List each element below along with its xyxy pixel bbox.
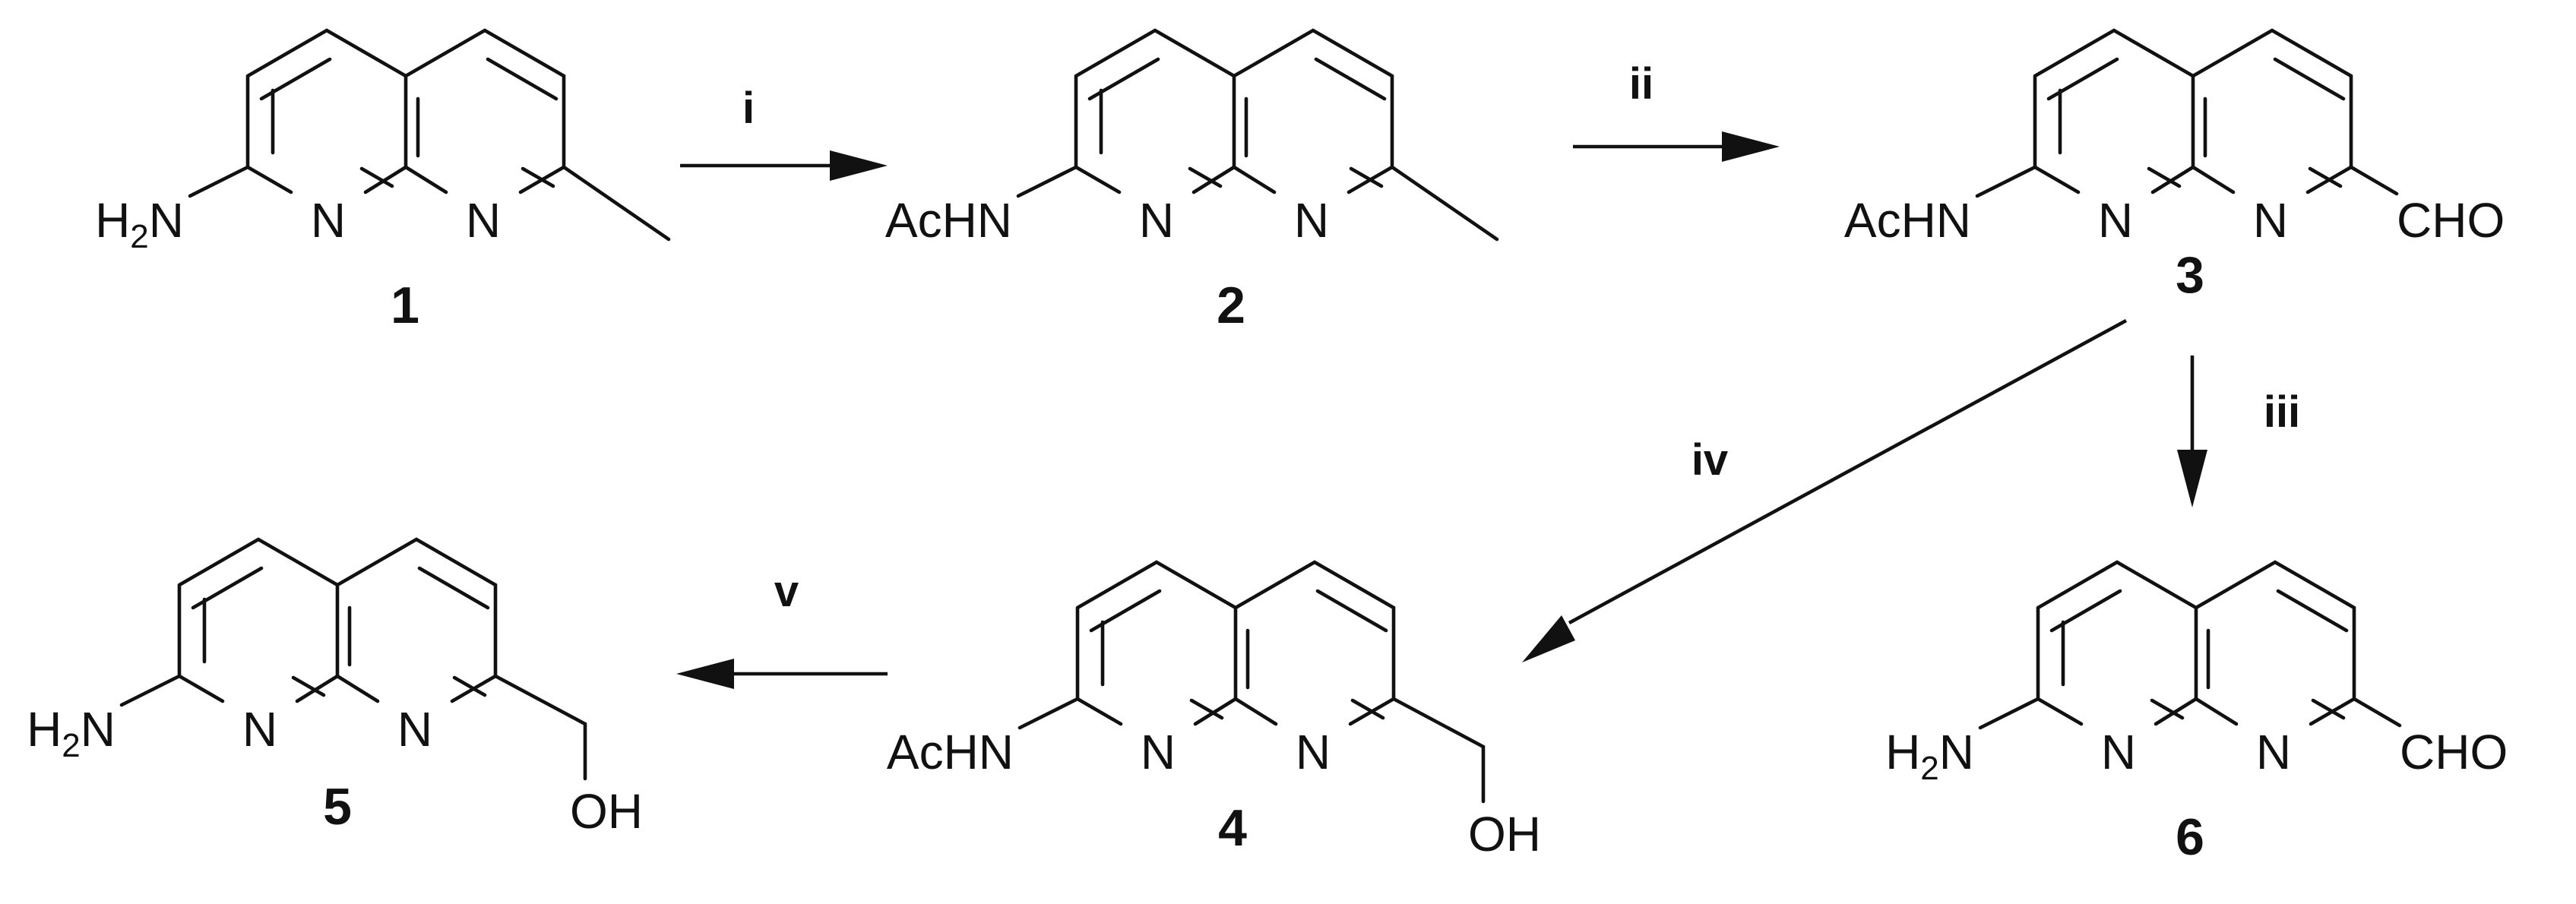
naphthyridine-core: [1074, 28, 1394, 194]
ring-n-left: N: [1139, 193, 1174, 248]
compound-label: 5: [323, 778, 352, 836]
amine-group: H2N: [27, 702, 116, 764]
acetamido-group: AcHN: [887, 725, 1014, 779]
nh-bond: [1975, 165, 2037, 198]
naphthyridine-core: [177, 537, 498, 703]
ring-n-right: N: [2253, 193, 2288, 248]
ring-n-left: N: [2098, 193, 2133, 248]
methyl-bond: [562, 165, 671, 242]
compound-5: N N H2N OH 5: [27, 537, 643, 839]
reagent-label-iv: iv: [1691, 435, 1728, 485]
ring-n-right: N: [466, 193, 501, 248]
ring-n-left: N: [311, 193, 346, 248]
arrow-step-v: [676, 659, 888, 689]
methyl-bond: [1390, 165, 1499, 242]
naphthyridine-core: [245, 28, 566, 194]
ring-n-right: N: [397, 702, 432, 757]
amine-group: H2N: [1885, 725, 1974, 787]
formyl-bond: [2349, 165, 2399, 196]
compound-label: 6: [2176, 808, 2204, 866]
arrow-step-iv: [1522, 318, 2128, 662]
compound-label: 1: [391, 277, 419, 334]
naphthyridine-core: [1075, 560, 1396, 726]
reagent-label-iii: iii: [2264, 387, 2300, 437]
arrow-step-iii: [2177, 356, 2207, 507]
compound-label: 3: [2176, 246, 2204, 304]
amine-group: H2N: [95, 193, 184, 255]
nh-bond: [1978, 697, 2040, 730]
reagent-label-ii: ii: [1629, 59, 1654, 109]
compound-1: N N H2N 1: [95, 28, 671, 334]
formyl-group: CHO: [2397, 193, 2505, 248]
naphthyridine-core: [2036, 560, 2356, 726]
compound-6: N N H2N CHO 6: [1885, 560, 2508, 866]
naphthyridine-core: [2033, 28, 2353, 194]
compound-3: N N AcHN CHO 3: [1844, 28, 2505, 304]
nh-bond: [1016, 165, 1078, 198]
compound-4: N N AcHN OH 4: [887, 560, 1541, 861]
nh-bond: [119, 674, 182, 707]
reagent-label-i: i: [742, 84, 755, 133]
hydroxyl-group: OH: [570, 784, 643, 839]
ring-n-right: N: [2256, 725, 2291, 779]
ring-n-right: N: [1296, 725, 1331, 779]
acetamido-group: AcHN: [885, 193, 1012, 248]
compound-label: 2: [1217, 277, 1245, 334]
hydroxymethyl-bond: [1391, 697, 1486, 804]
formyl-bond: [2352, 697, 2402, 728]
arrow-step-i: [680, 150, 888, 181]
compound-2: N N AcHN 2: [885, 28, 1499, 334]
arrow-step-ii: [1573, 131, 1780, 162]
ring-n-left: N: [242, 702, 277, 757]
nh-bond: [1017, 697, 1080, 730]
acetamido-group: AcHN: [1844, 193, 1971, 248]
hydroxyl-group: OH: [1468, 807, 1541, 861]
nh-bond: [188, 165, 250, 198]
compound-label: 4: [1218, 799, 1247, 857]
reagent-label-v: v: [774, 567, 799, 616]
ring-n-left: N: [1141, 725, 1176, 779]
hydroxymethyl-bond: [493, 674, 587, 781]
ring-n-left: N: [2101, 725, 2136, 779]
formyl-group: CHO: [2400, 725, 2508, 779]
ring-n-right: N: [1294, 193, 1329, 248]
